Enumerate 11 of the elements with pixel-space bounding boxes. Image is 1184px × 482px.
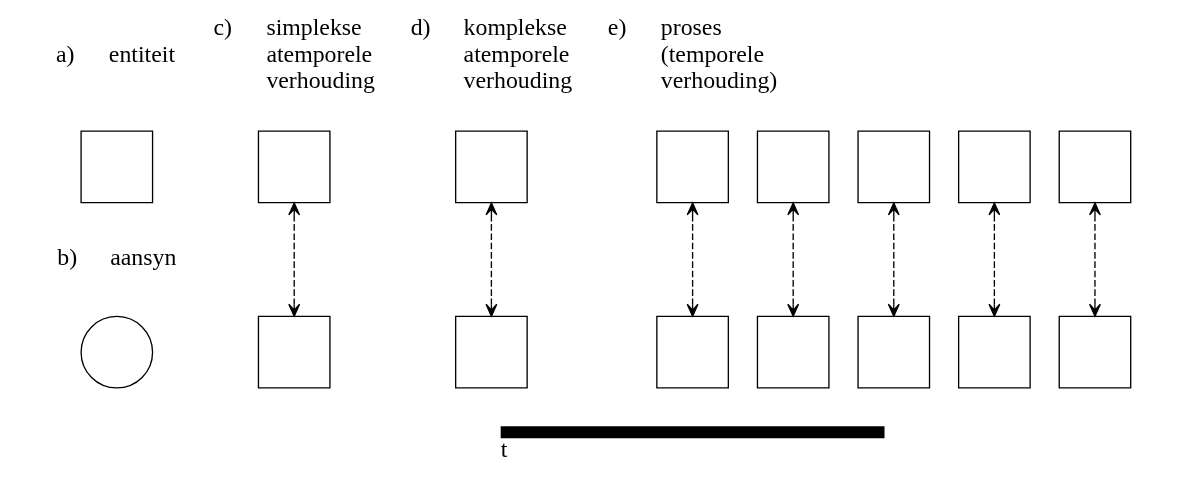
- label: proses (temporele verhouding): [660, 14, 778, 93]
- label: c): [213, 14, 232, 41]
- label: d): [410, 14, 431, 41]
- label: a): [55, 40, 75, 67]
- label: simplekse atemporele verhouding: [266, 14, 375, 93]
- label: e): [607, 14, 627, 41]
- label: b): [57, 244, 78, 271]
- label: t: [500, 436, 508, 463]
- label: aansyn: [110, 244, 177, 271]
- label: entiteit: [108, 40, 176, 67]
- label: komplekse atemporele verhouding: [463, 14, 573, 93]
